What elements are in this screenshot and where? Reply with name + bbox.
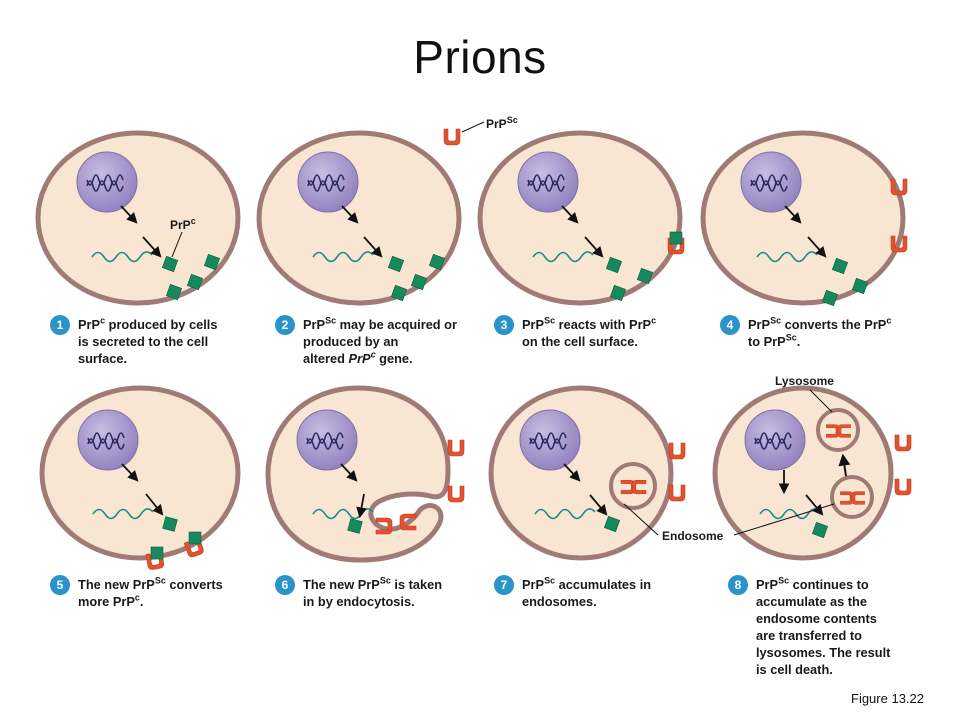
cell-6 <box>265 385 465 563</box>
prpc-leader <box>171 231 183 258</box>
step-number-badge: 8 <box>728 575 748 595</box>
endosome-leader-a <box>623 503 659 536</box>
endosome-label: Endosome <box>662 529 724 543</box>
endosome-7 <box>609 462 657 510</box>
step-number-badge: 1 <box>50 315 70 335</box>
step-number-badge: 2 <box>275 315 295 335</box>
cell-8: Lysosome <box>712 374 912 561</box>
lysosome-label: Lysosome <box>775 374 834 388</box>
step-number-badge: 4 <box>720 315 740 335</box>
mrna-1 <box>91 251 153 263</box>
prpc-label: PrPc <box>170 216 196 232</box>
cell-3 <box>477 130 685 306</box>
cell-5 <box>39 385 241 571</box>
cell-4 <box>700 130 908 306</box>
cell-1: PrPc <box>35 130 241 306</box>
endosome-8 <box>830 475 874 519</box>
prpsc-leader <box>461 121 485 133</box>
prpsc-free <box>443 128 461 146</box>
cell-2: PrPSc <box>256 115 518 306</box>
step-number-badge: 7 <box>494 575 514 595</box>
nucleus-1 <box>76 151 138 213</box>
endosome-leader-b <box>733 503 835 536</box>
figure-reference: Figure 13.22 <box>851 691 924 706</box>
page-title: Prions <box>413 31 547 83</box>
cell-7 <box>488 385 686 561</box>
lysosome-leader <box>809 389 833 413</box>
lysosome-8 <box>816 408 860 452</box>
prpsc-label: PrPSc <box>486 115 518 131</box>
step-number-badge: 5 <box>50 575 70 595</box>
step-number-badge: 6 <box>275 575 295 595</box>
step-number-badge: 3 <box>494 315 514 335</box>
